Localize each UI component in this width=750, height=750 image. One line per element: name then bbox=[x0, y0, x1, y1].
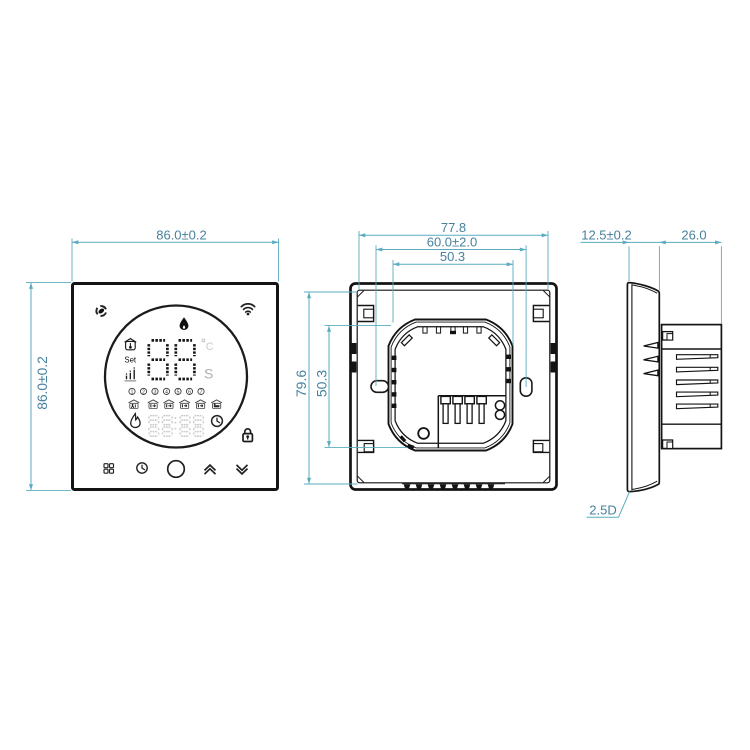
svg-text:3: 3 bbox=[154, 389, 157, 395]
svg-text:1: 1 bbox=[131, 389, 134, 395]
svg-text:Set: Set bbox=[124, 355, 137, 364]
svg-text:5: 5 bbox=[177, 389, 180, 395]
svg-text:86.0±0.2: 86.0±0.2 bbox=[35, 356, 50, 410]
svg-text:26.0: 26.0 bbox=[681, 227, 706, 242]
svg-text:86.0±0.2: 86.0±0.2 bbox=[156, 227, 207, 242]
svg-text:2: 2 bbox=[142, 389, 145, 395]
svg-text:79.6: 79.6 bbox=[293, 370, 309, 397]
svg-text:77.8: 77.8 bbox=[441, 220, 466, 235]
svg-text:60.0±2.0: 60.0±2.0 bbox=[427, 234, 478, 249]
svg-text:6: 6 bbox=[188, 389, 191, 395]
svg-text:12.5±0.2: 12.5±0.2 bbox=[581, 227, 632, 242]
svg-text:50.3: 50.3 bbox=[440, 249, 465, 264]
svg-text:2.5D: 2.5D bbox=[589, 503, 616, 518]
svg-text:7: 7 bbox=[200, 389, 203, 395]
svg-text:4: 4 bbox=[165, 389, 168, 395]
svg-text:S: S bbox=[204, 366, 213, 382]
svg-text:C: C bbox=[206, 341, 214, 353]
svg-text:50.3: 50.3 bbox=[314, 370, 330, 397]
